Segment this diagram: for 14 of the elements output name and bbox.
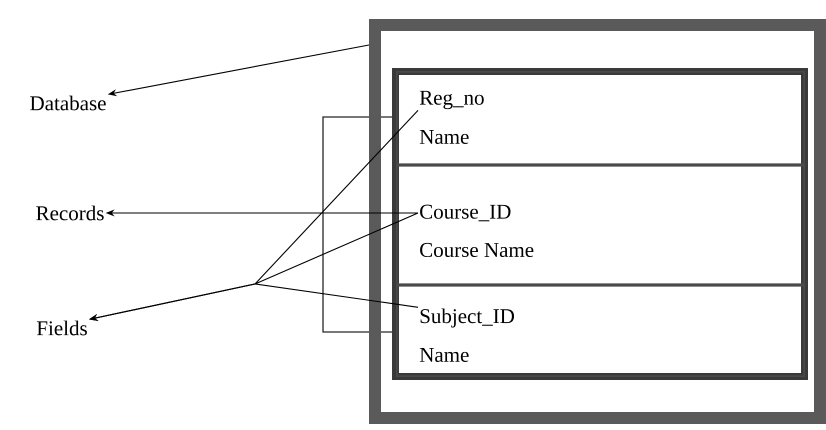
field-name: Name	[420, 130, 469, 144]
term-label: Records	[36, 206, 104, 220]
field-name: Name	[420, 348, 469, 362]
term-label: Fields	[36, 320, 87, 336]
term-label: Database	[30, 96, 106, 110]
field-name: Course Name	[420, 242, 534, 258]
record-row	[396, 285, 805, 377]
record-row	[396, 165, 805, 285]
database-box	[369, 19, 826, 424]
table-box	[392, 68, 808, 380]
record-row	[396, 71, 805, 165]
field-name: Subject_ID	[420, 308, 514, 328]
field-name: Course_ID	[420, 204, 510, 222]
field-name: Reg_no	[420, 90, 484, 110]
